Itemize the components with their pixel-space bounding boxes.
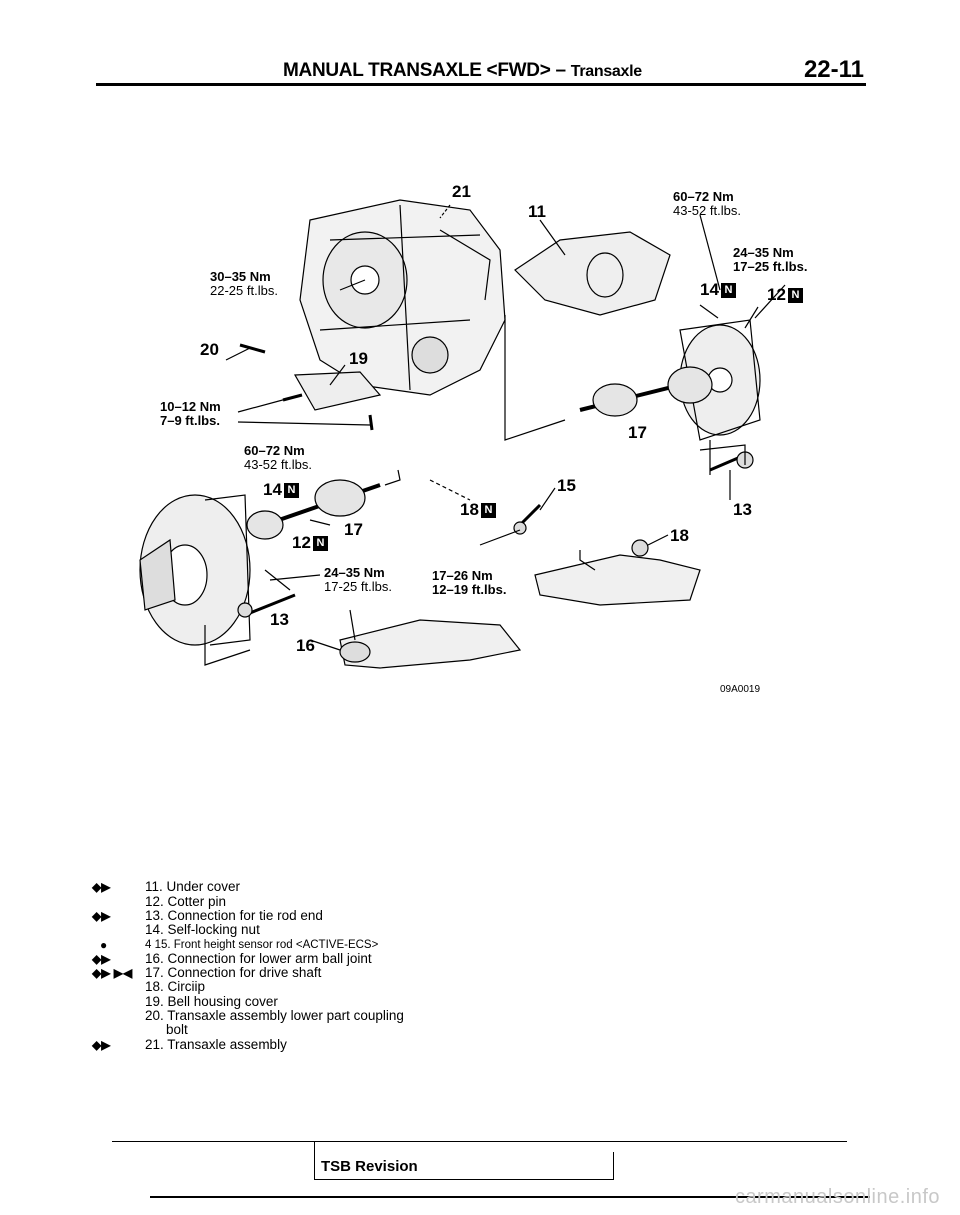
callout-13-right: 13 (733, 500, 752, 519)
footer-rule-top (112, 1141, 847, 1142)
legend-mark: ◆▶ (92, 952, 111, 966)
torque-5-nm: 24–35 Nm (733, 245, 794, 260)
callout-12-right-text: 12 (767, 285, 786, 304)
tsb-revision-label: TSB Revision (321, 1158, 418, 1175)
legend-text: 11. Under cover (145, 879, 241, 894)
callout-17-right: 17 (628, 423, 647, 442)
callout-14-right-text: 14 (700, 280, 719, 299)
tsb-revision-box: TSB Revision (314, 1152, 614, 1180)
torque-3-ft: 43-52 ft.lbs. (244, 457, 312, 472)
torque-6-nm: 24–35 Nm (324, 565, 385, 580)
torque-3-nm: 60–72 Nm (244, 443, 305, 458)
torque-5-ft: 17–25 ft.lbs. (733, 259, 808, 274)
torque-4-ft: 43-52 ft.lbs. (673, 203, 741, 218)
legend-mark: ◆▶ (92, 880, 111, 894)
page-title: MANUAL TRANSAXLE <FWD> – Transaxle (283, 60, 642, 82)
legend-text: 14. Self-locking nut (145, 922, 260, 937)
callout-21: 21 (452, 182, 471, 201)
title-separator: – (550, 60, 571, 81)
torque-7-nm: 17–26 Nm (432, 568, 493, 583)
torque-4-nm: 60–72 Nm (673, 189, 734, 204)
legend-mark: ◆▶ (92, 1038, 111, 1052)
callout-17-left: 17 (344, 520, 363, 539)
legend-text: 13. Connection for tie rod end (145, 908, 323, 923)
n-box-icon: N (480, 503, 496, 519)
n-box-icon: N (283, 483, 299, 499)
torque-1-ft: 22-25 ft.lbs. (210, 283, 278, 298)
left-lower-arm-drawing (339, 619, 522, 669)
header-rule (96, 83, 866, 86)
legend-mark: ◆▶ ▶◀ (92, 966, 133, 980)
transaxle-housing-drawing (299, 199, 506, 396)
legend-text: 20. Transaxle assembly lower part coupli… (145, 1008, 404, 1023)
figure-code: 09A0019 (720, 684, 761, 695)
torque-7-ft: 12–19 ft.lbs. (432, 582, 507, 597)
callout-16: 16 (296, 636, 315, 655)
legend-text: 18. Circiip (145, 979, 206, 994)
under-cover-drawing (514, 231, 671, 316)
n-box-icon: N (720, 283, 736, 299)
legend-text: 16. Connection for lower arm ball joint (145, 951, 372, 966)
title-sub: Transaxle (570, 63, 642, 80)
callout-15: 15 (557, 476, 576, 495)
legend-mark: ◆▶ (92, 909, 111, 923)
right-drive-shaft-drawing (579, 366, 713, 417)
n-box-icon: N (312, 536, 328, 552)
legend-text: 19. Bell housing cover (145, 994, 278, 1009)
callout-12-left-text: 12 (292, 533, 311, 552)
torque-1-nm: 30–35 Nm (210, 269, 271, 284)
legend-mark: ● (100, 938, 108, 952)
page-number: 22-11 (803, 56, 864, 83)
left-hub-drawing (139, 494, 251, 646)
legend-text: 21. Transaxle assembly (145, 1037, 287, 1052)
exploded-view-diagram (139, 199, 786, 669)
legend-text: 17. Connection for drive shaft (145, 965, 322, 980)
torque-2-ft: 7–9 ft.lbs. (160, 413, 220, 428)
left-drive-shaft-drawing (246, 479, 381, 540)
callout-18-left-text: 18 (460, 500, 479, 519)
torque-2-nm: 10–12 Nm (160, 399, 221, 414)
legend-text: bolt (166, 1022, 188, 1037)
legend-text: 12. Cotter pin (145, 894, 227, 909)
callout-18-right: 18 (670, 526, 689, 545)
legend-text: 4 15. Front height sensor rod <ACTIVE-EC… (145, 939, 379, 951)
callout-11: 11 (528, 202, 546, 221)
right-hub-drawing (679, 319, 761, 441)
n-box-icon: N (787, 288, 803, 304)
torque-6-ft: 17-25 ft.lbs. (324, 579, 392, 594)
tsb-box-left-tick (314, 1141, 315, 1153)
title-main: MANUAL TRANSAXLE <FWD> (283, 60, 551, 81)
callout-14-left-text: 14 (263, 480, 282, 499)
callout-20: 20 (200, 340, 219, 359)
callout-19: 19 (349, 349, 368, 368)
right-lower-arm-drawing (534, 554, 701, 606)
footer-rule-bottom (150, 1196, 870, 1198)
callout-13-left: 13 (270, 610, 289, 629)
watermark: carmanualsonline.info (734, 1186, 940, 1208)
